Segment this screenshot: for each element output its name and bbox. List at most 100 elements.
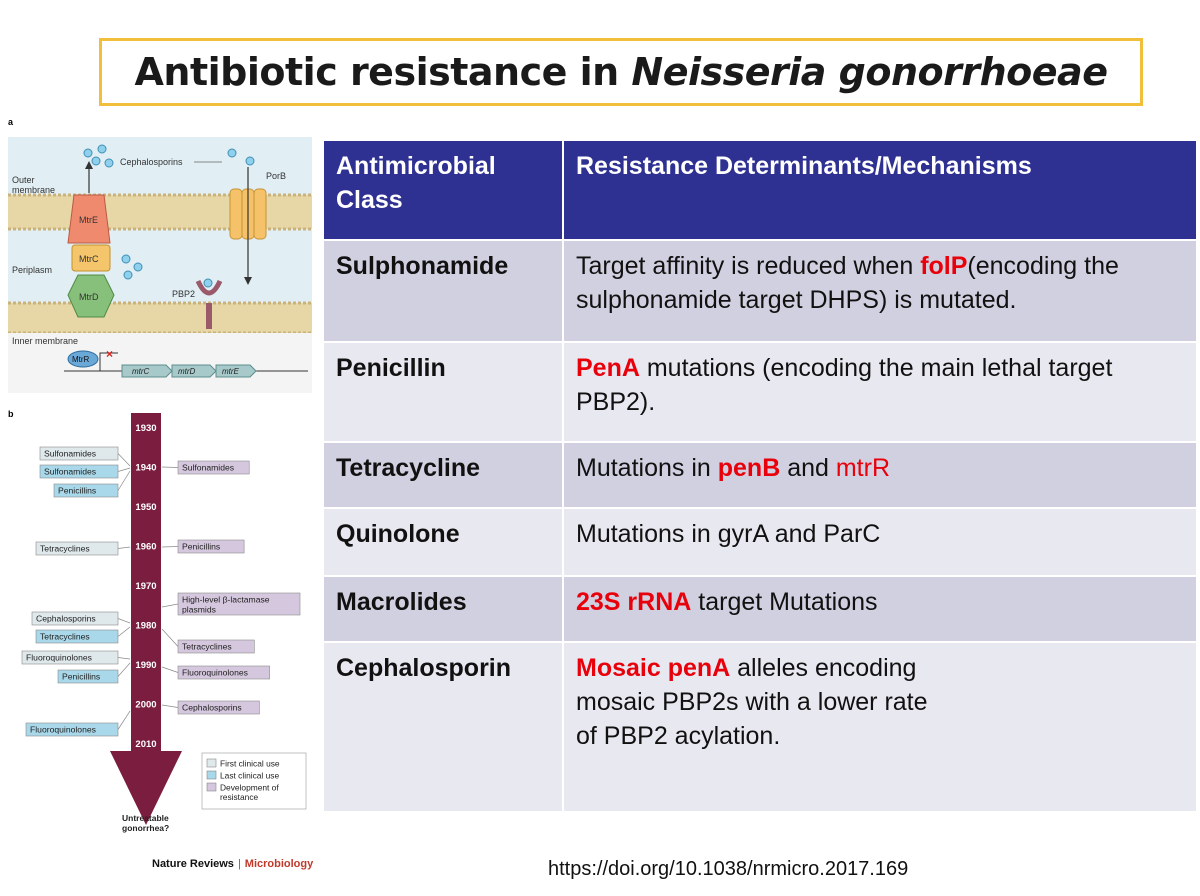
untreatable-label-2: gonorrhea? bbox=[122, 823, 169, 833]
gene-mtre bbox=[215, 364, 257, 378]
mechanism-text: target Mutations bbox=[691, 588, 878, 616]
mtrc-protein bbox=[71, 244, 111, 272]
resistance-mechanism-cell: Mutations in gyrA and ParC bbox=[562, 507, 1198, 577]
timeline-event-box: Tetracyclines bbox=[35, 626, 131, 644]
header-resistance-mechanisms: Resistance Determinants/Mechanisms bbox=[562, 139, 1198, 241]
cephalosporin-molecules bbox=[83, 144, 255, 288]
highlighted-gene-text: mtrR bbox=[835, 454, 891, 482]
page-title: Antibiotic resistance in Neisseria gonor… bbox=[134, 50, 1108, 94]
timeline-event-box: Sulfonamides bbox=[161, 460, 250, 475]
mechanism-text: mutations (encoding the main lethal targ… bbox=[576, 354, 1113, 416]
timeline-event-label: Sulfonamides bbox=[182, 463, 234, 473]
inner-membrane bbox=[8, 301, 312, 335]
gene-mtrc-label: mtrC bbox=[132, 367, 150, 376]
porb-channel bbox=[229, 167, 267, 285]
resistance-mechanism-cell: Mosaic penA alleles encoding mosaic PBP2… bbox=[562, 641, 1198, 813]
title-box: Antibiotic resistance in Neisseria gonor… bbox=[99, 38, 1143, 106]
mtre-protein bbox=[67, 194, 111, 244]
timeline-year: 2000 bbox=[135, 700, 156, 711]
cytoplasm bbox=[8, 333, 312, 393]
highlighted-gene-text: PenA bbox=[576, 354, 640, 382]
timeline-event-label: Cephalosporins bbox=[36, 614, 96, 624]
highlighted-gene-text: penB bbox=[717, 454, 781, 482]
timeline-year: 1930 bbox=[135, 423, 156, 434]
timeline-year: 2010 bbox=[135, 739, 156, 750]
untreatable-label-1: Untreatable bbox=[122, 813, 169, 823]
legend-label: Development of bbox=[220, 783, 279, 793]
timeline-event-box: Penicillins bbox=[57, 662, 131, 684]
resistance-mechanism-cell: PenA mutations (encoding the main lethal… bbox=[562, 341, 1198, 443]
mechanism-text: alleles encoding mosaic PBP2s with a low… bbox=[576, 654, 928, 750]
timeline-event-box: Penicillins bbox=[53, 470, 131, 498]
timeline-event-label: High-level β-lactamase bbox=[182, 595, 270, 605]
timeline-event-label: Tetracyclines bbox=[40, 632, 90, 642]
timeline-event-box: Tetracyclines bbox=[35, 541, 131, 556]
highlighted-gene-text: Mosaic penA bbox=[576, 654, 731, 682]
outer-membrane-label-1: Outer bbox=[12, 175, 35, 185]
mtrr-label: MtrR bbox=[72, 355, 90, 364]
antimicrobial-class-cell: Macrolides bbox=[322, 575, 564, 643]
timeline-event-label: Penicillins bbox=[62, 672, 100, 682]
repression-cross-icon: × bbox=[106, 347, 113, 361]
mtrr-repressor bbox=[67, 350, 99, 368]
table-row: Macrolides 23S rRNA target Mutations bbox=[322, 575, 1198, 643]
gene-mtre-label: mtrE bbox=[222, 367, 240, 376]
antimicrobial-class-cell: Quinolone bbox=[322, 507, 564, 577]
porb-label: PorB bbox=[266, 171, 286, 181]
mtrd-protein bbox=[67, 274, 115, 318]
legend-swatch bbox=[206, 758, 217, 768]
timeline-year: 1970 bbox=[135, 581, 156, 592]
timeline-event-label: Penicillins bbox=[182, 542, 220, 552]
legend-swatch bbox=[206, 782, 217, 792]
legend-label: First clinical use bbox=[220, 759, 280, 769]
highlighted-gene-text: 23S rRNA bbox=[576, 588, 692, 616]
timeline-event-box: Sulfonamides bbox=[39, 446, 131, 467]
mtrc-label: MtrC bbox=[79, 254, 99, 264]
antimicrobial-class-cell: Penicillin bbox=[322, 341, 564, 443]
gene-mtrc bbox=[121, 364, 173, 378]
periplasm-label: Periplasm bbox=[12, 265, 52, 275]
timeline-year: 1980 bbox=[135, 621, 156, 632]
timeline-event-box: Fluoroquinolones bbox=[25, 710, 131, 737]
resistance-mechanism-cell: Target affinity is reduced when folP(enc… bbox=[562, 239, 1198, 343]
legend-label: Last clinical use bbox=[220, 771, 279, 781]
gene-mtrd-label: mtrD bbox=[178, 367, 196, 376]
highlighted-gene-text: folP bbox=[920, 252, 968, 280]
pbp2-label: PBP2 bbox=[172, 289, 195, 299]
timeline-event-label: Fluoroquinolones bbox=[182, 668, 248, 678]
outer-membrane-label-2: membrane bbox=[12, 185, 55, 195]
mtrd-label: MtrD bbox=[79, 292, 99, 302]
pbp2-protein bbox=[195, 279, 223, 329]
timeline-event-label: plasmids bbox=[182, 605, 216, 615]
timeline-event-label: Tetracyclines bbox=[182, 642, 232, 652]
header-antimicrobial-class: Antimicrobial Class bbox=[322, 139, 564, 241]
timeline-year: 1940 bbox=[135, 463, 156, 474]
timeline-event-label: Cephalosporins bbox=[182, 703, 242, 713]
resistance-table: Antimicrobial Class Resistance Determina… bbox=[322, 139, 1198, 813]
mechanism-text: Target affinity is reduced when bbox=[576, 252, 921, 280]
timeline-event-box: Cephalosporins bbox=[31, 611, 131, 626]
figure-credit: Nature Reviews|Microbiology bbox=[152, 858, 314, 870]
antimicrobial-class-cell: Sulphonamide bbox=[322, 239, 564, 343]
timeline-event-box: Tetracyclines bbox=[161, 628, 255, 654]
timeline-year: 1990 bbox=[135, 660, 156, 671]
timeline-event-label: Tetracyclines bbox=[40, 544, 90, 554]
mtre-label: MtrE bbox=[79, 215, 98, 225]
cephalosporins-label: Cephalosporins bbox=[120, 157, 183, 167]
timeline-event-label: Sulfonamides bbox=[44, 449, 96, 459]
timeline-event-label: Penicillins bbox=[58, 486, 96, 496]
legend-swatch bbox=[206, 770, 217, 780]
gene-mtrd bbox=[171, 364, 217, 378]
timeline-event-box: Sulfonamides bbox=[39, 464, 131, 479]
timeline-event-box: Fluoroquinolones bbox=[161, 665, 270, 680]
timeline-event-box: Fluoroquinolones bbox=[21, 650, 131, 665]
timeline-arrow bbox=[110, 413, 182, 825]
mechanism-text: (encoding the sulphonamide target DHPS) … bbox=[576, 252, 1119, 314]
mechanism-text: Mutations in bbox=[576, 454, 718, 482]
